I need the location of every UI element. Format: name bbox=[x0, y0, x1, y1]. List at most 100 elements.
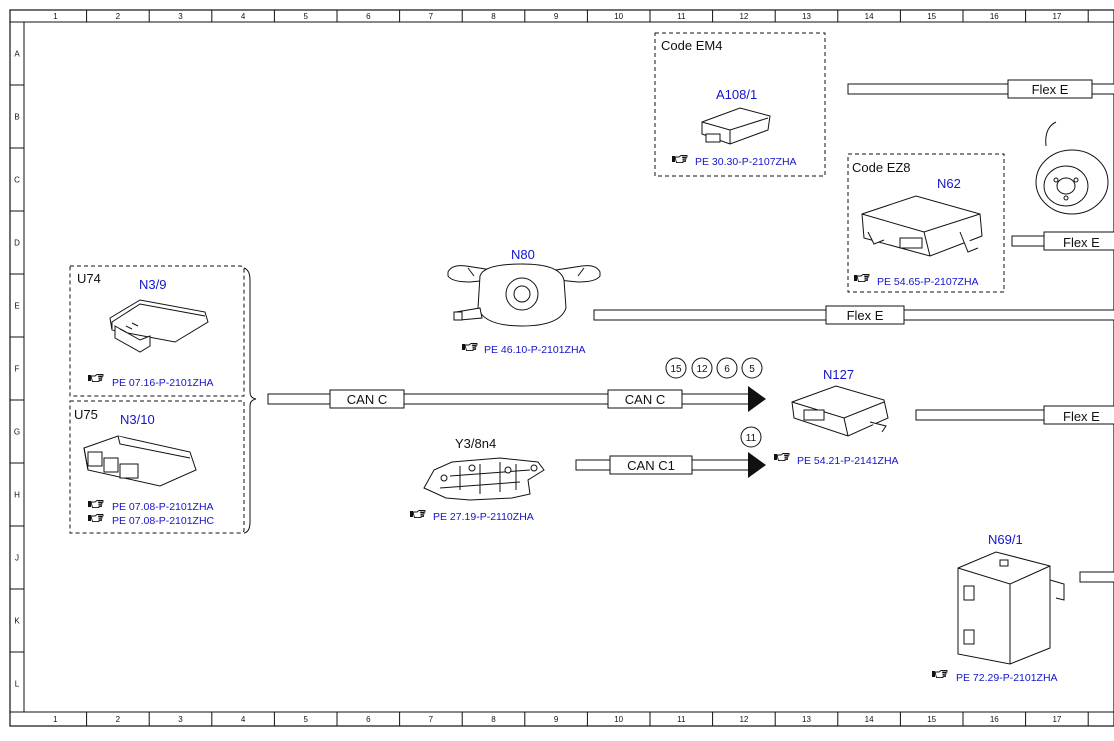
column-number: 1 bbox=[53, 12, 58, 21]
flex-e-n127: Flex E bbox=[915, 405, 1114, 425]
row-letter: D bbox=[14, 239, 20, 248]
column-number: 13 bbox=[802, 12, 811, 21]
row-letter: B bbox=[14, 113, 19, 122]
n3-10-ref-1: PE 07.08-P-2101ZHA bbox=[112, 501, 214, 513]
can-c-markers: 15 12 6 5 11 bbox=[665, 357, 763, 448]
n3-10-label: N3/10 bbox=[120, 412, 155, 427]
row-letter: K bbox=[14, 617, 20, 626]
n69-1-component: N69/1 PE 72.29-P-2101ZHA bbox=[931, 532, 1114, 684]
marker-12: 12 bbox=[696, 364, 708, 375]
column-number: 10 bbox=[614, 715, 623, 724]
u75-group: U75 bbox=[69, 400, 245, 534]
flex-e-right-label: Flex E bbox=[1063, 235, 1100, 250]
y3-8n4-ref: PE 27.19-P-2110ZHA bbox=[433, 511, 534, 523]
column-number: 7 bbox=[429, 715, 434, 724]
n3-9-label: N3/9 bbox=[139, 277, 166, 292]
marker-15: 15 bbox=[670, 364, 682, 375]
n80-component: N80 PE 46.10-P-2101ZHA bbox=[447, 247, 601, 356]
column-number: 3 bbox=[178, 715, 183, 724]
pointing-hand-icon bbox=[87, 374, 104, 383]
a108-1-label: A108/1 bbox=[716, 87, 757, 102]
column-number: 8 bbox=[491, 715, 496, 724]
n127-component: N127 PE 54.21-P-2141ZHA bbox=[773, 367, 899, 467]
u75-label: U75 bbox=[74, 407, 98, 422]
column-number: 8 bbox=[491, 12, 496, 21]
drawing-frame bbox=[9, 9, 1114, 727]
column-number: 17 bbox=[1052, 715, 1061, 724]
pointing-hand-icon bbox=[461, 343, 478, 352]
n127-label: N127 bbox=[823, 367, 854, 382]
control-unit-icon bbox=[83, 435, 197, 487]
pointing-hand-icon bbox=[931, 670, 948, 679]
column-number: 9 bbox=[554, 12, 559, 21]
em4-group: Code EM4 A108/1 PE 30.30-P-2107ZHA bbox=[654, 32, 826, 177]
can-c-label-left: CAN C bbox=[347, 392, 387, 407]
pointing-hand-icon bbox=[409, 510, 426, 519]
row-letter: E bbox=[14, 302, 19, 311]
column-number: 12 bbox=[739, 12, 748, 21]
column-number: 1 bbox=[53, 715, 58, 724]
pointing-hand-icon bbox=[853, 274, 870, 283]
y3-8n4-label: Y3/8n4 bbox=[455, 436, 496, 451]
row-letter: A bbox=[14, 50, 20, 59]
n80-label: N80 bbox=[511, 247, 535, 262]
ez8-label: Code EZ8 bbox=[852, 160, 911, 175]
can-c-bus: CAN C CAN C bbox=[267, 386, 766, 412]
n62-label: N62 bbox=[937, 176, 961, 191]
can-c-label-right: CAN C bbox=[625, 392, 665, 407]
n69-1-label: N69/1 bbox=[988, 532, 1023, 547]
pointing-hand-icon bbox=[87, 500, 104, 509]
u74-group: U74 bbox=[69, 265, 245, 397]
ez8-group: Code EZ8 N62 PE 54.65-P-2107ZHA bbox=[847, 153, 1005, 293]
pointing-hand-icon bbox=[87, 514, 104, 523]
a108-1-ref: PE 30.30-P-2107ZHA bbox=[695, 156, 797, 168]
n80-ref: PE 46.10-P-2101ZHA bbox=[484, 344, 586, 356]
brake-disc-icon bbox=[1035, 121, 1109, 215]
control-unit-icon bbox=[957, 551, 1065, 665]
column-number: 5 bbox=[303, 715, 308, 724]
n3-9-ref: PE 07.16-P-2101ZHA bbox=[112, 377, 214, 389]
column-number: 15 bbox=[927, 12, 936, 21]
flex-e-n127-label: Flex E bbox=[1063, 409, 1100, 424]
control-unit-icon bbox=[701, 107, 771, 145]
pointing-hand-icon bbox=[671, 155, 688, 164]
column-number: 4 bbox=[241, 715, 246, 724]
column-number: 11 bbox=[677, 715, 686, 724]
pointing-hand-icon bbox=[773, 453, 790, 462]
n69-1-ref: PE 72.29-P-2101ZHA bbox=[956, 672, 1058, 684]
marker-6: 6 bbox=[724, 364, 730, 375]
n3-10-component: N3/10 PE 07.08-P-2101ZHA PE 07.08-P-2101… bbox=[83, 412, 215, 527]
column-number: 16 bbox=[990, 12, 999, 21]
n127-ref: PE 54.21-P-2141ZHA bbox=[797, 455, 899, 467]
column-number: 2 bbox=[116, 715, 121, 724]
marker-11: 11 bbox=[746, 433, 757, 444]
row-letter: H bbox=[14, 491, 20, 500]
row-letter: F bbox=[15, 365, 20, 374]
flex-e-top: Flex E bbox=[847, 79, 1114, 99]
can-c1-bus: CAN C1 bbox=[575, 452, 766, 478]
column-number: 9 bbox=[554, 715, 559, 724]
flex-e-middle-label: Flex E bbox=[847, 308, 884, 323]
row-letter: G bbox=[14, 428, 20, 437]
column-number: 10 bbox=[614, 12, 623, 21]
marker-5: 5 bbox=[749, 364, 755, 375]
y3-8n4-component: Y3/8n4 PE 27.19-P-2110ZHA bbox=[409, 436, 545, 523]
can-c1-label: CAN C1 bbox=[627, 458, 675, 473]
u74-u75-bracket bbox=[243, 267, 257, 534]
column-number: 14 bbox=[865, 12, 874, 21]
column-number: 17 bbox=[1052, 12, 1061, 21]
flex-e-top-label: Flex E bbox=[1032, 82, 1069, 97]
u74-label: U74 bbox=[77, 271, 101, 286]
column-number: 15 bbox=[927, 715, 936, 724]
column-number: 12 bbox=[739, 715, 748, 724]
column-number: 2 bbox=[116, 12, 121, 21]
flex-e-middle: Flex E bbox=[593, 305, 1114, 325]
n3-10-ref-2: PE 07.08-P-2101ZHC bbox=[112, 515, 215, 527]
control-unit-icon bbox=[109, 299, 209, 353]
column-number: 14 bbox=[865, 715, 874, 724]
control-unit-icon bbox=[791, 385, 889, 437]
n3-9-component: N3/9 PE 07.16-P-2101ZHA bbox=[87, 277, 214, 389]
